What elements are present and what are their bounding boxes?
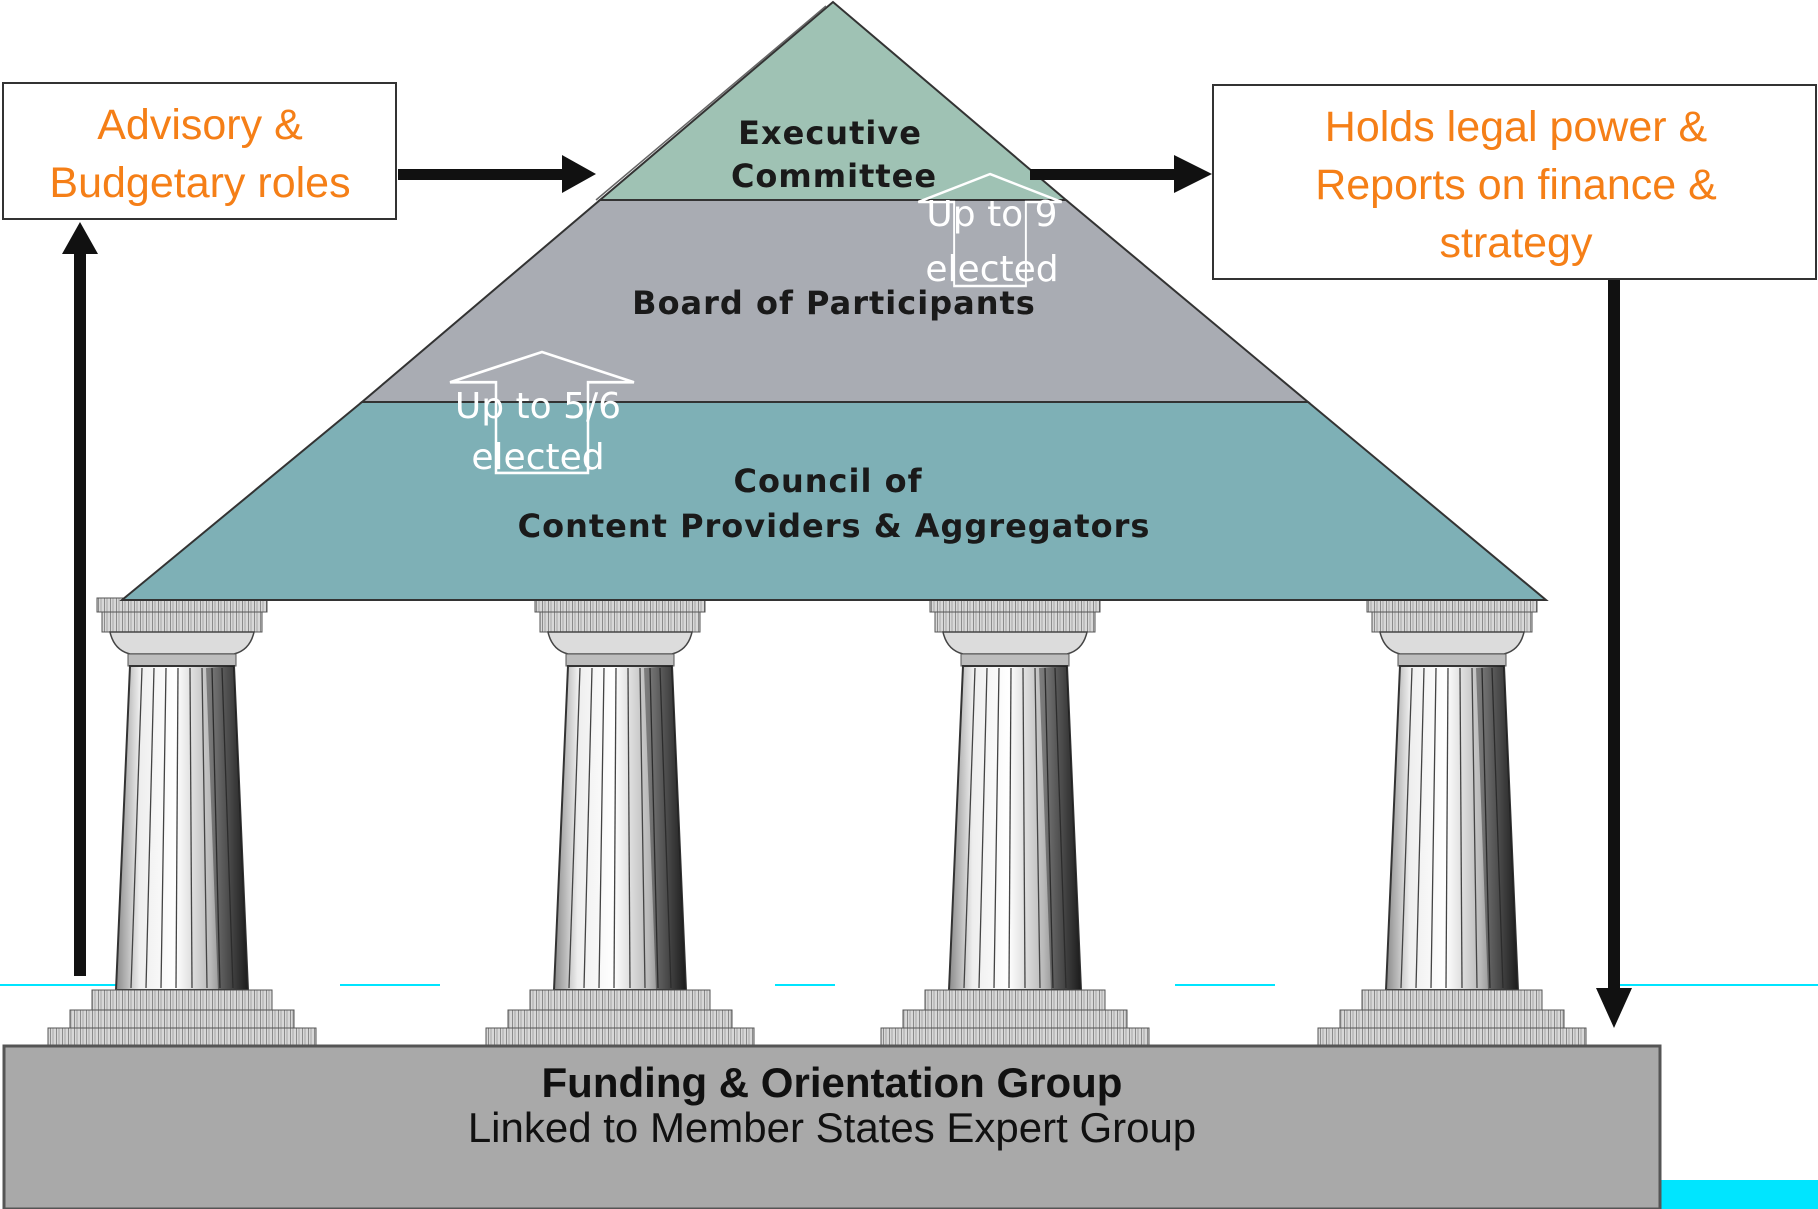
arrow-icon bbox=[62, 222, 98, 976]
columns bbox=[47, 597, 1587, 1047]
legal-power-text-2: Reports on finance & bbox=[1315, 161, 1717, 209]
election-arrow-executive: Up to 9 elected bbox=[916, 172, 1064, 290]
advisory-role-text: Advisory & bbox=[97, 101, 303, 149]
advisory-role-text-2: Budgetary roles bbox=[49, 159, 350, 207]
executive-committee-label: Executive bbox=[738, 114, 922, 152]
council-tier bbox=[119, 401, 1549, 601]
council-label: Council of bbox=[734, 462, 923, 500]
election-arrow-board: Up to 5/6 elected bbox=[448, 350, 636, 478]
arrow-icon bbox=[1030, 155, 1212, 193]
election-label-executive: Up to 9 bbox=[926, 194, 1057, 235]
accent-lines bbox=[0, 984, 1818, 1209]
greek-column-icon bbox=[485, 597, 755, 1047]
legal-power-box: Holds legal power & Reports on finance &… bbox=[1212, 84, 1817, 280]
funding-orientation-group: Funding & Orientation Group Linked to Me… bbox=[2, 1044, 1662, 1209]
election-label-executive-2: elected bbox=[925, 249, 1058, 290]
greek-column-icon bbox=[1317, 597, 1587, 1047]
arrow-icon bbox=[398, 155, 596, 193]
election-label-board: Up to 5/6 bbox=[455, 386, 621, 427]
advisory-role-box: Advisory & Budgetary roles bbox=[2, 82, 397, 220]
legal-power-text-3: strategy bbox=[1440, 219, 1593, 267]
executive-committee-label-2: Committee bbox=[731, 157, 937, 195]
election-label-board-2: elected bbox=[471, 437, 604, 478]
council-label-2: Content Providers & Aggregators bbox=[518, 507, 1151, 545]
flow-arrows bbox=[62, 155, 1632, 1028]
legal-power-text: Holds legal power & bbox=[1325, 103, 1708, 151]
governance-pyramid: Executive Committee Board of Participant… bbox=[119, 0, 1549, 601]
base-subtitle: Linked to Member States Expert Group bbox=[468, 1104, 1196, 1151]
board-of-participants-label: Board of Participants bbox=[632, 284, 1036, 322]
greek-column-icon bbox=[47, 597, 317, 1047]
greek-column-icon bbox=[880, 597, 1150, 1047]
base-title: Funding & Orientation Group bbox=[542, 1059, 1123, 1106]
arrow-icon bbox=[1596, 280, 1632, 1028]
